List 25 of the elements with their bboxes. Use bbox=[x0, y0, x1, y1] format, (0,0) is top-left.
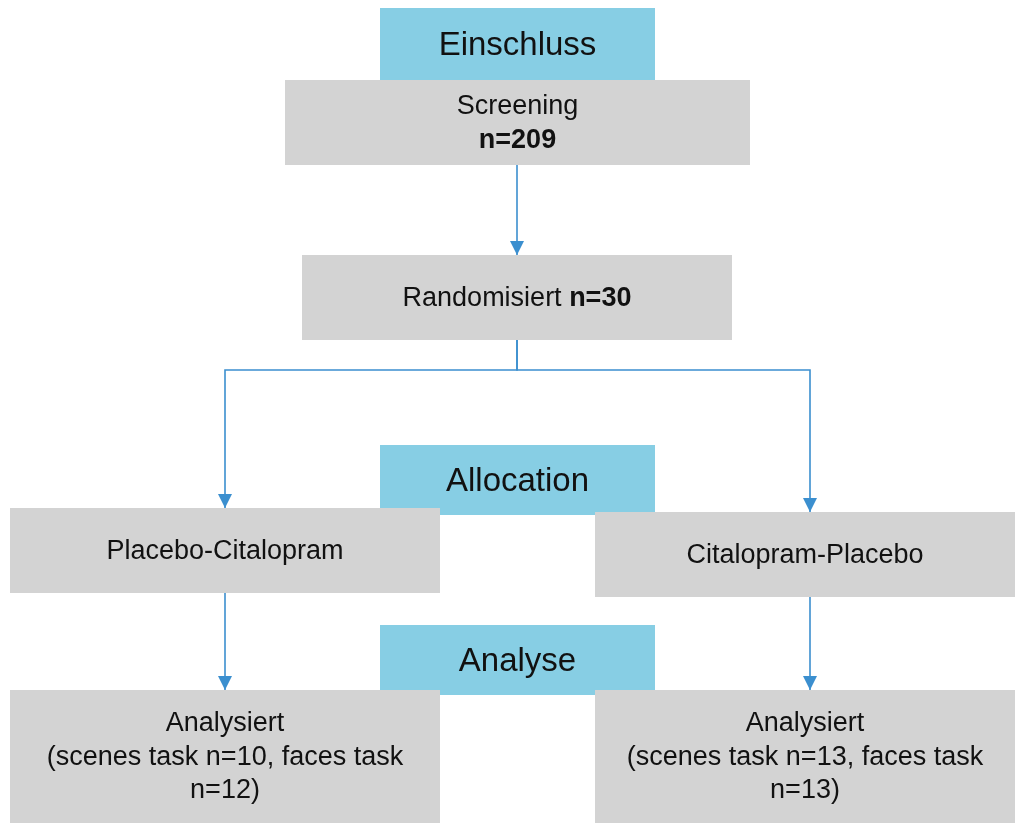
arrow bbox=[510, 164, 524, 256]
node-text: Randomisiert n=30 bbox=[402, 280, 632, 314]
section-header bbox=[380, 625, 655, 695]
node-text: Placebo-Citalopram bbox=[106, 533, 344, 567]
node-text: n=209 bbox=[478, 122, 557, 156]
section-header bbox=[380, 8, 655, 80]
node-text: (scenes task n=10, faces task n=12) bbox=[45, 739, 405, 807]
section-header bbox=[380, 445, 655, 515]
process-box bbox=[10, 508, 440, 593]
process-box bbox=[595, 512, 1015, 597]
node-text: Analyse bbox=[458, 641, 577, 679]
node-text: Einschluss bbox=[438, 25, 597, 63]
node-text: Citalopram-Placebo bbox=[686, 537, 924, 571]
process-box bbox=[285, 80, 750, 165]
arrow bbox=[516, 339, 817, 513]
arrow bbox=[803, 596, 817, 691]
process-box bbox=[10, 690, 440, 823]
node-text: Allocation bbox=[445, 461, 590, 499]
process-box bbox=[595, 690, 1015, 823]
node-text: Analysiert bbox=[165, 705, 285, 739]
process-box bbox=[302, 255, 732, 340]
node-text: Analysiert bbox=[745, 705, 865, 739]
arrow bbox=[218, 592, 232, 691]
node-text: Screening bbox=[456, 88, 579, 122]
node-text: (scenes task n=13, faces task n=13) bbox=[625, 739, 985, 807]
